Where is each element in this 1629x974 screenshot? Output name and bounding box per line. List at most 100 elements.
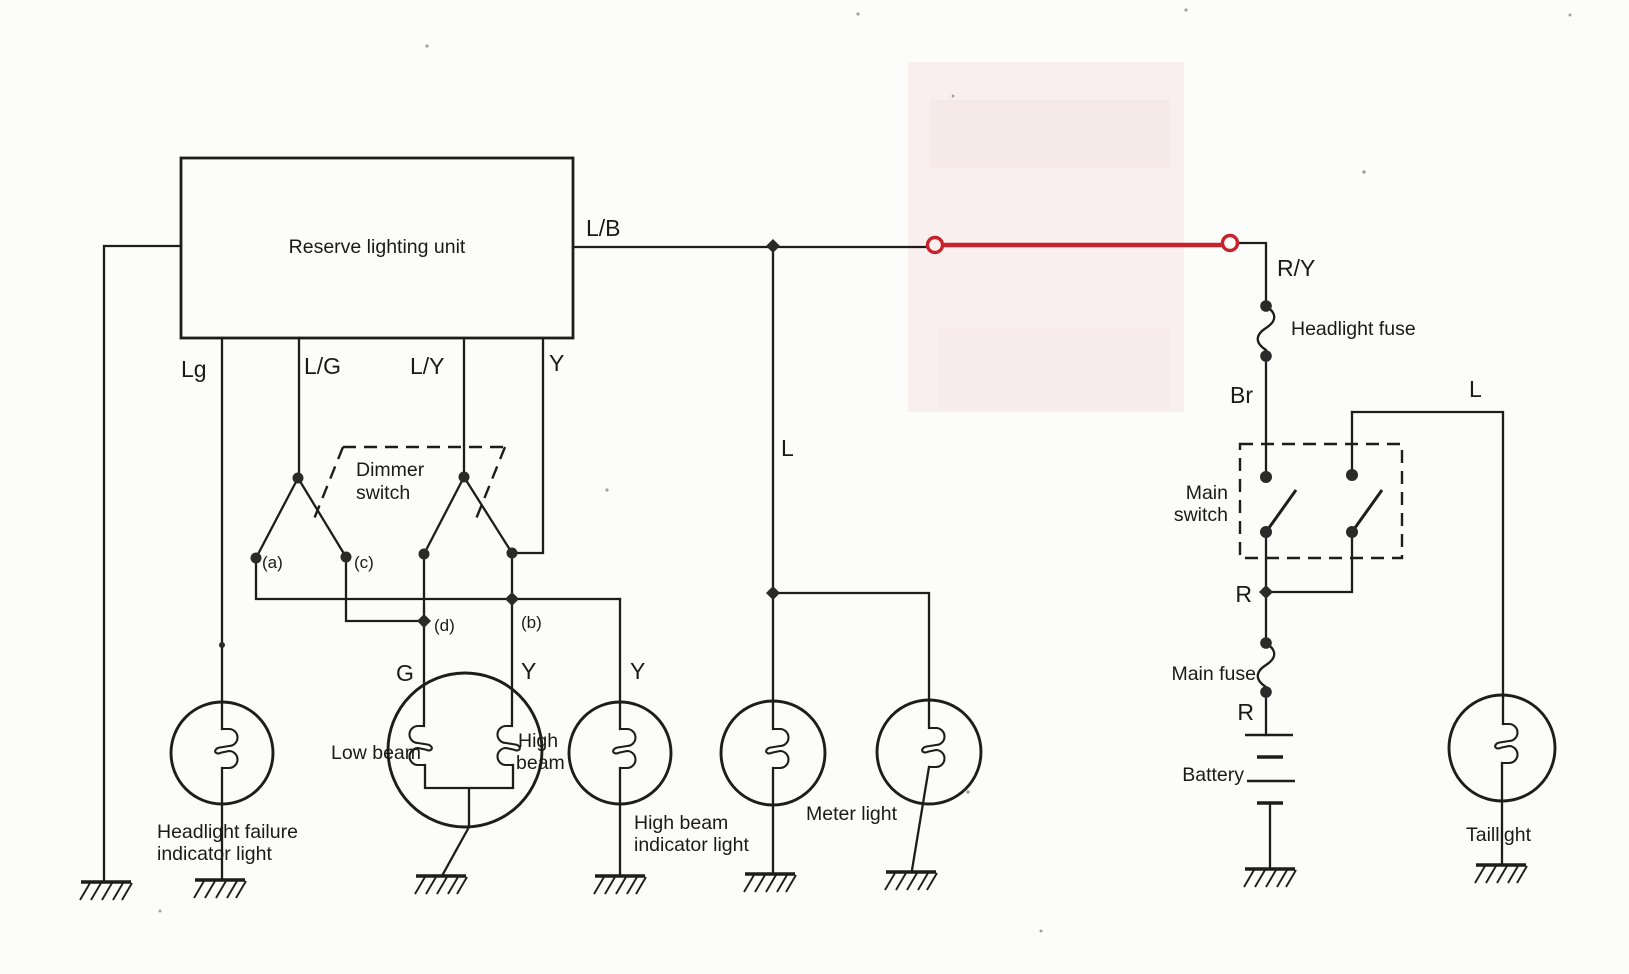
speck <box>158 909 162 913</box>
taillight-label: Taillight <box>1466 824 1532 846</box>
dimmer-left-pole <box>254 476 348 560</box>
wire-label-l-meter: L <box>781 435 794 461</box>
headlight-fuse-label: Headlight fuse <box>1291 318 1416 340</box>
terminal-d-diamond <box>417 614 431 628</box>
dimmer-switch-label-line2: switch <box>356 482 410 504</box>
terminal-c-dot <box>340 551 352 563</box>
junction-l-meter-branch <box>766 586 780 600</box>
terminal-dots <box>250 300 1358 698</box>
headlight-fuse-bottom-dot <box>1260 350 1272 362</box>
main-switch-outline <box>1238 442 1404 560</box>
speck <box>1184 8 1188 12</box>
wire-unit-left-ground <box>102 244 183 882</box>
junction-diamonds <box>417 239 1273 628</box>
high-beam-indicator-label-line1: High beam <box>634 812 728 834</box>
meter-light-bulb-right <box>875 698 983 806</box>
main-fuse-top-dot <box>1260 637 1272 649</box>
wire-label-l-y: L/Y <box>410 353 445 379</box>
speck <box>1362 170 1366 174</box>
headlight-failure-label-line2: indicator light <box>157 843 272 865</box>
scan-artifact-pink-smear-top <box>930 100 1170 168</box>
terminal-label-d: (d) <box>434 616 455 635</box>
junction-lb-l <box>766 239 780 253</box>
main-fuse-symbol <box>1256 641 1276 694</box>
wire-label-r-lower: R <box>1237 699 1254 725</box>
meter-light-bulb-left <box>719 699 827 807</box>
speck <box>856 12 860 16</box>
speck <box>605 488 609 492</box>
wire-meter-right-ground <box>910 765 931 872</box>
terminal-b-diamond <box>505 592 519 606</box>
main-switch-label-line2: switch <box>1174 504 1228 526</box>
headlight-fuse-symbol <box>1256 304 1276 358</box>
wire-lb-right-ry <box>1235 241 1268 308</box>
terminal-a-dot <box>250 552 262 564</box>
wire-headlight-common-ground <box>423 763 515 876</box>
wire-c-d-link <box>344 555 426 623</box>
wire-label-g: G <box>396 660 414 686</box>
scan-artifact-pink-band <box>908 62 1184 412</box>
dimmer-right-pole <box>422 475 514 556</box>
speck <box>1568 13 1572 17</box>
dimmer-right-high-dot <box>506 547 518 559</box>
headlight-failure-bulb <box>169 700 275 806</box>
main-switch-right-bottom-dot <box>1346 526 1358 538</box>
dimmer-switch-label-line1: Dimmer <box>356 459 425 481</box>
meter-light-label: Meter light <box>806 803 898 825</box>
headlight-failure-label-line1: Headlight failure <box>157 821 298 843</box>
main-fuse-bottom-dot <box>1260 686 1272 698</box>
dimmer-right-apex-dot <box>458 471 470 483</box>
wire-label-l-tail: L <box>1469 376 1482 402</box>
scan-artifact-pink-smear-bottom <box>938 328 1170 408</box>
wire-label-y-low: Y <box>521 658 536 684</box>
taillight-bulb <box>1447 693 1557 803</box>
reserve-lighting-unit-label: Reserve lighting unit <box>289 236 466 258</box>
main-switch-blade-left <box>1264 489 1298 533</box>
wire-label-ry: R/Y <box>1277 255 1315 281</box>
high-beam-indicator-bulb <box>567 700 673 806</box>
wire-a-b-net <box>254 556 622 601</box>
speck <box>966 790 970 794</box>
wire-label-br: Br <box>1230 382 1253 408</box>
high-beam-indicator-label-line2: indicator light <box>634 834 749 856</box>
speck <box>1039 929 1043 933</box>
high-beam-label-line1: High <box>518 730 558 752</box>
battery-symbol <box>1245 733 1295 805</box>
headlight-fuse-top-dot <box>1260 300 1272 312</box>
main-fuse-label: Main fuse <box>1171 663 1256 685</box>
high-beam-label-line2: beam <box>516 752 565 774</box>
terminal-label-a: (a) <box>262 553 283 572</box>
main-switch-right-top-dot <box>1346 469 1358 481</box>
main-switch-left-top-dot <box>1260 471 1272 483</box>
dimmer-switch-outline <box>312 445 507 520</box>
low-beam-label: Low beam <box>331 742 421 764</box>
red-terminal-circle-left <box>925 235 945 255</box>
wire-y-unit <box>510 336 545 555</box>
speck <box>951 94 955 98</box>
wire-label-lb: L/B <box>586 215 621 241</box>
dimmer-right-low-dot <box>418 548 430 560</box>
wire-r-net <box>1264 530 1354 645</box>
wire-meter-branch <box>771 591 931 730</box>
wire-label-y-unit: Y <box>549 350 564 376</box>
main-switch-blade-right <box>1350 489 1384 533</box>
terminal-label-b: (b) <box>521 613 542 632</box>
dimmer-left-apex-dot <box>292 472 304 484</box>
terminal-label-c: (c) <box>354 553 374 572</box>
lg-wire-connector <box>219 642 225 648</box>
wire-label-l-g: L/G <box>304 353 341 379</box>
speck <box>425 44 429 48</box>
wire-label-r-upper: R <box>1235 581 1252 607</box>
wire-label-lg: Lg <box>181 356 207 382</box>
junction-r-net <box>1259 585 1273 599</box>
wire-label-y-indicator: Y <box>630 658 645 684</box>
headlight-bulb <box>386 671 544 829</box>
main-switch-label-line1: Main <box>1186 482 1228 504</box>
red-terminal-circle-right <box>1220 233 1240 253</box>
wire-l-taillight <box>1350 410 1505 726</box>
main-switch-left-bottom-dot <box>1260 526 1272 538</box>
scan-specks <box>158 8 1572 933</box>
